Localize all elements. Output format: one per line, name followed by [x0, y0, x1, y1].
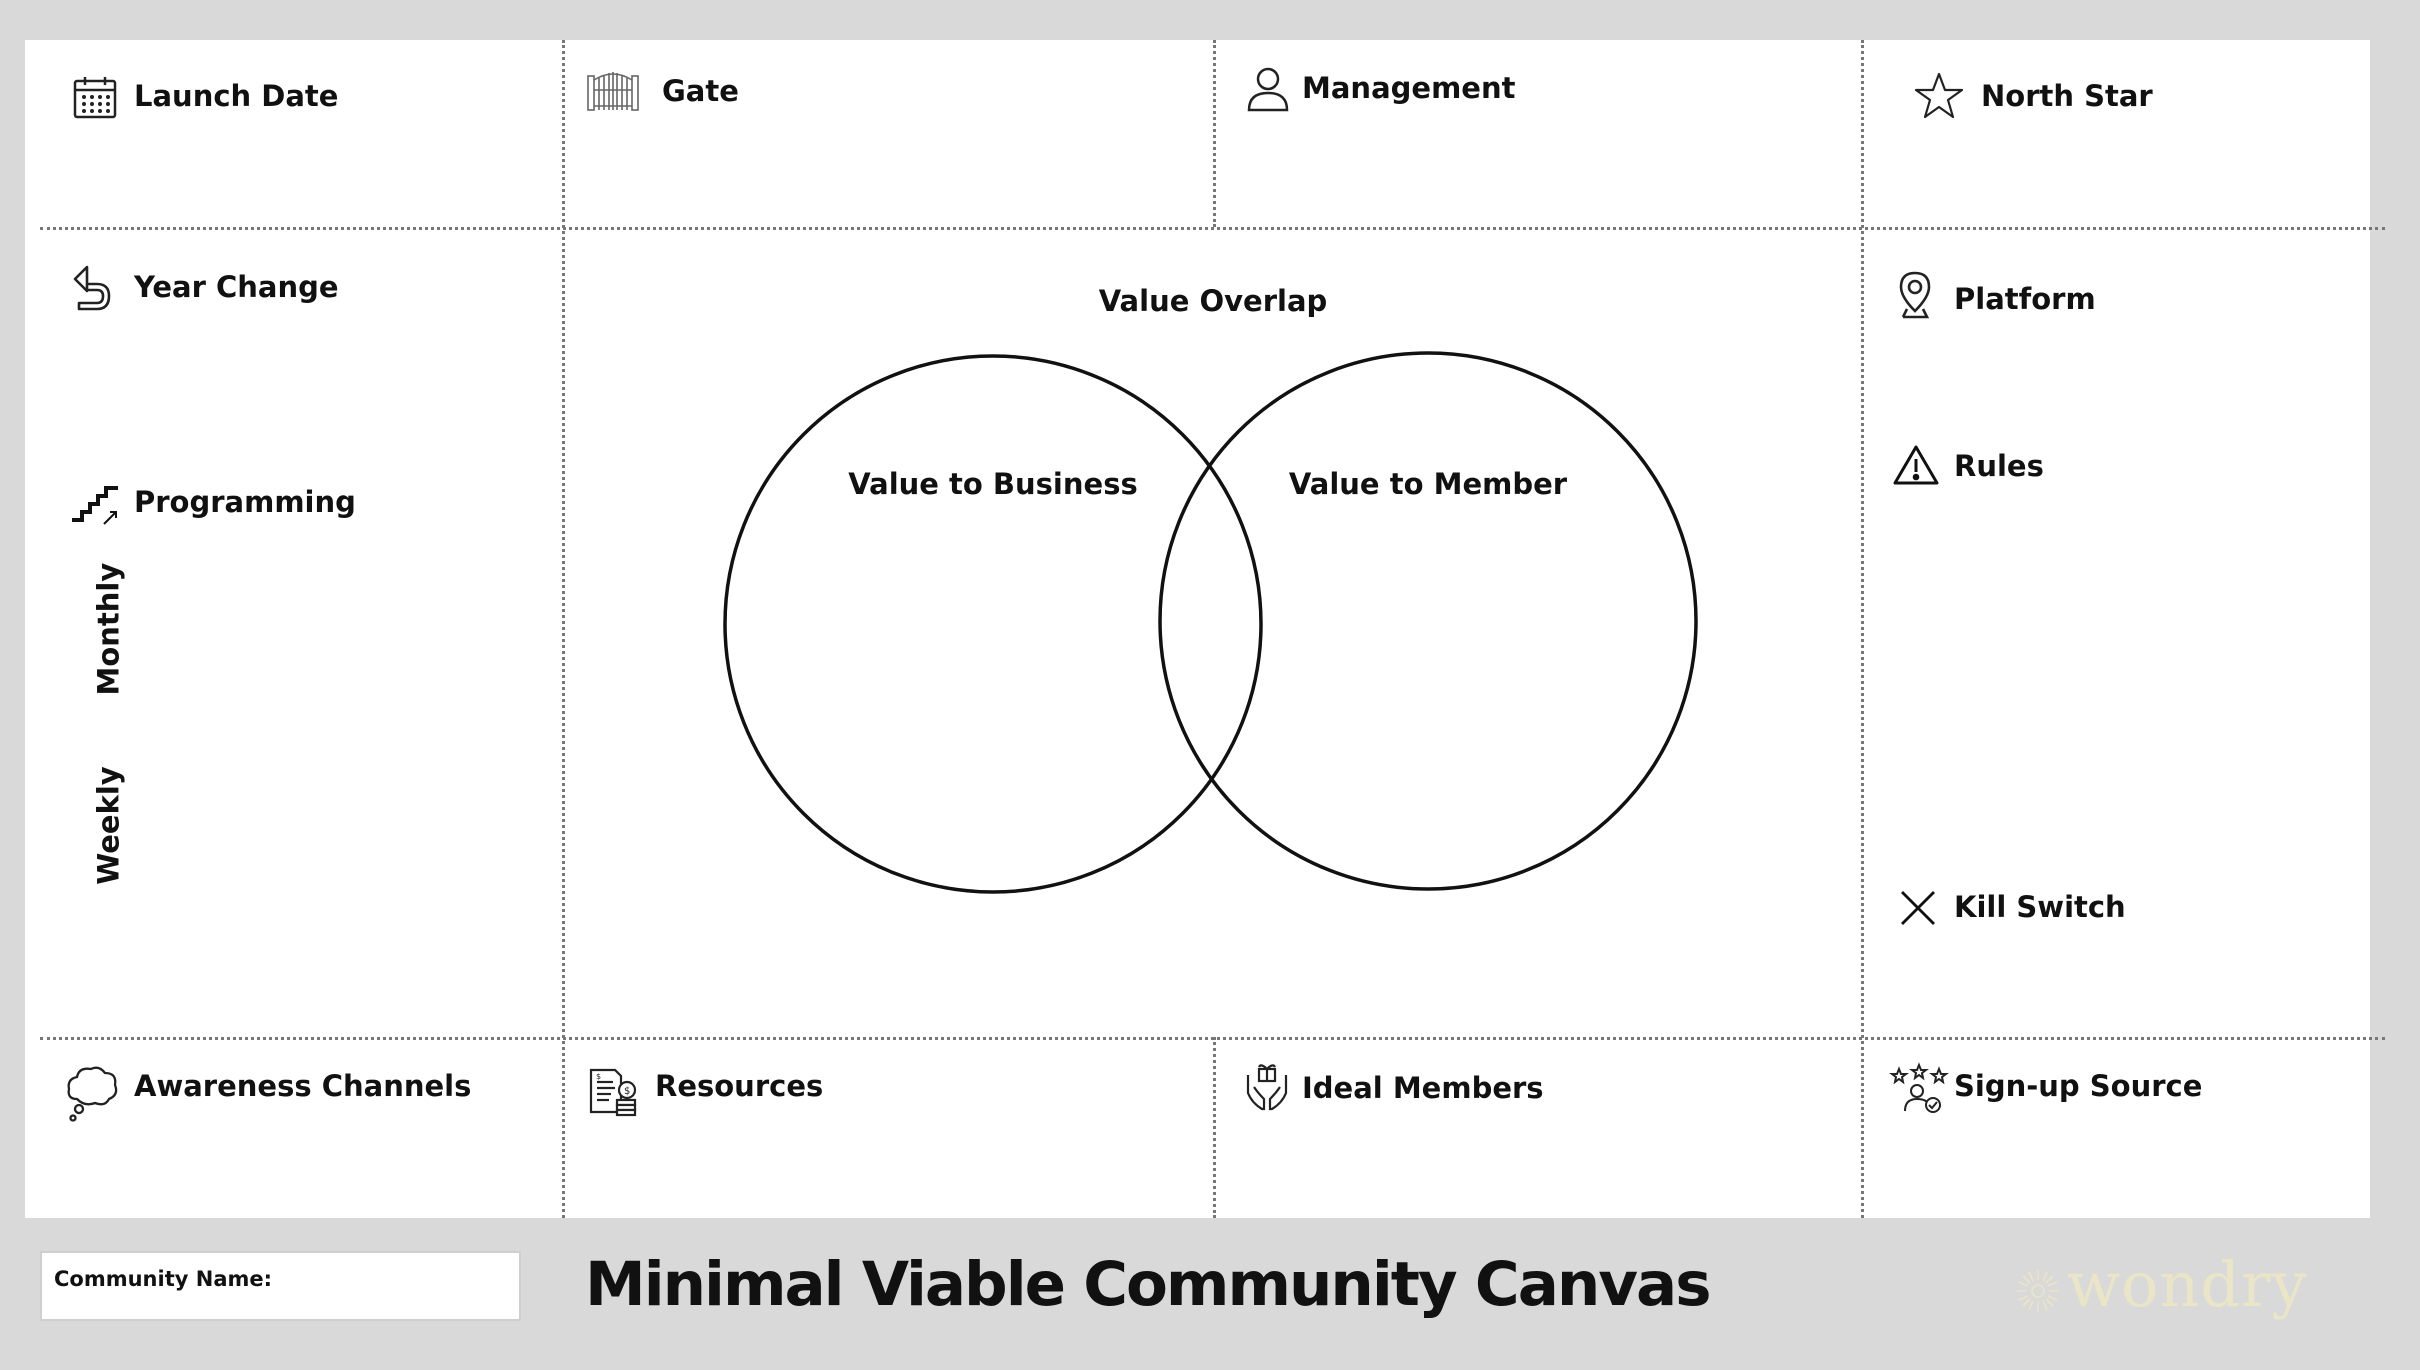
value-overlap-label: Value Overlap: [1098, 284, 1328, 318]
rules-label: Rules: [1954, 449, 2044, 483]
year-change-label: Year Change: [134, 270, 339, 304]
venn-circle-business: [723, 354, 1263, 894]
logo-text: wondry: [2067, 1248, 2308, 1321]
grid-line-left: [562, 40, 565, 1218]
monthly-label: Monthly: [91, 562, 126, 696]
grid-line-top: [40, 227, 2385, 230]
x-icon: [1900, 890, 1936, 926]
launch-date-label: Launch Date: [134, 79, 339, 113]
location-pin-icon: [1897, 271, 1933, 319]
page-title: Minimal Viable Community Canvas: [585, 1249, 1712, 1320]
programming-label: Programming: [134, 485, 356, 519]
calendar-icon: [73, 75, 117, 119]
kill-switch-label: Kill Switch: [1954, 890, 2126, 924]
hands-gift-icon: [1244, 1063, 1290, 1111]
gate-icon: [586, 66, 640, 112]
undo-arrow-icon: [73, 265, 115, 313]
sunburst-icon: [2017, 1270, 2059, 1312]
canvas-board: [25, 40, 2370, 1218]
warning-triangle-icon: [1893, 444, 1939, 486]
platform-label: Platform: [1954, 282, 2096, 316]
venn-circle-member: [1158, 351, 1698, 891]
weekly-label: Weekly: [91, 766, 126, 885]
svg-text:$: $: [624, 1086, 630, 1097]
star-icon: [1914, 72, 1964, 120]
grid-line-center-top: [1213, 40, 1216, 227]
wondry-logo: wondry: [2015, 1250, 2315, 1326]
north-star-label: North Star: [1981, 79, 2153, 113]
ideal-members-label: Ideal Members: [1302, 1071, 1544, 1105]
venn-diagram: [723, 351, 1698, 894]
grid-line-right: [1861, 40, 1864, 1218]
awareness-channels-label: Awareness Channels: [134, 1069, 472, 1103]
grid-line-center-bottom: [1213, 1037, 1216, 1218]
gate-label: Gate: [662, 74, 739, 108]
thought-bubble-icon: [65, 1065, 119, 1123]
signup-source-label: Sign-up Source: [1954, 1069, 2203, 1103]
user-stars-icon: [1889, 1062, 1949, 1113]
community-name-label: Community Name:: [54, 1267, 273, 1291]
management-label: Management: [1302, 71, 1516, 105]
value-to-business-label: Value to Business: [848, 467, 1138, 501]
grid-line-bottom: [40, 1037, 2385, 1040]
resources-label: Resources: [655, 1069, 824, 1103]
person-icon: [1247, 67, 1289, 112]
stairs-icon: [70, 480, 122, 526]
community-name-field[interactable]: Community Name:: [40, 1251, 521, 1321]
value-to-member-label: Value to Member: [1288, 467, 1568, 501]
svg-text:$: $: [596, 1072, 601, 1081]
document-coins-icon: $ $: [587, 1068, 637, 1117]
